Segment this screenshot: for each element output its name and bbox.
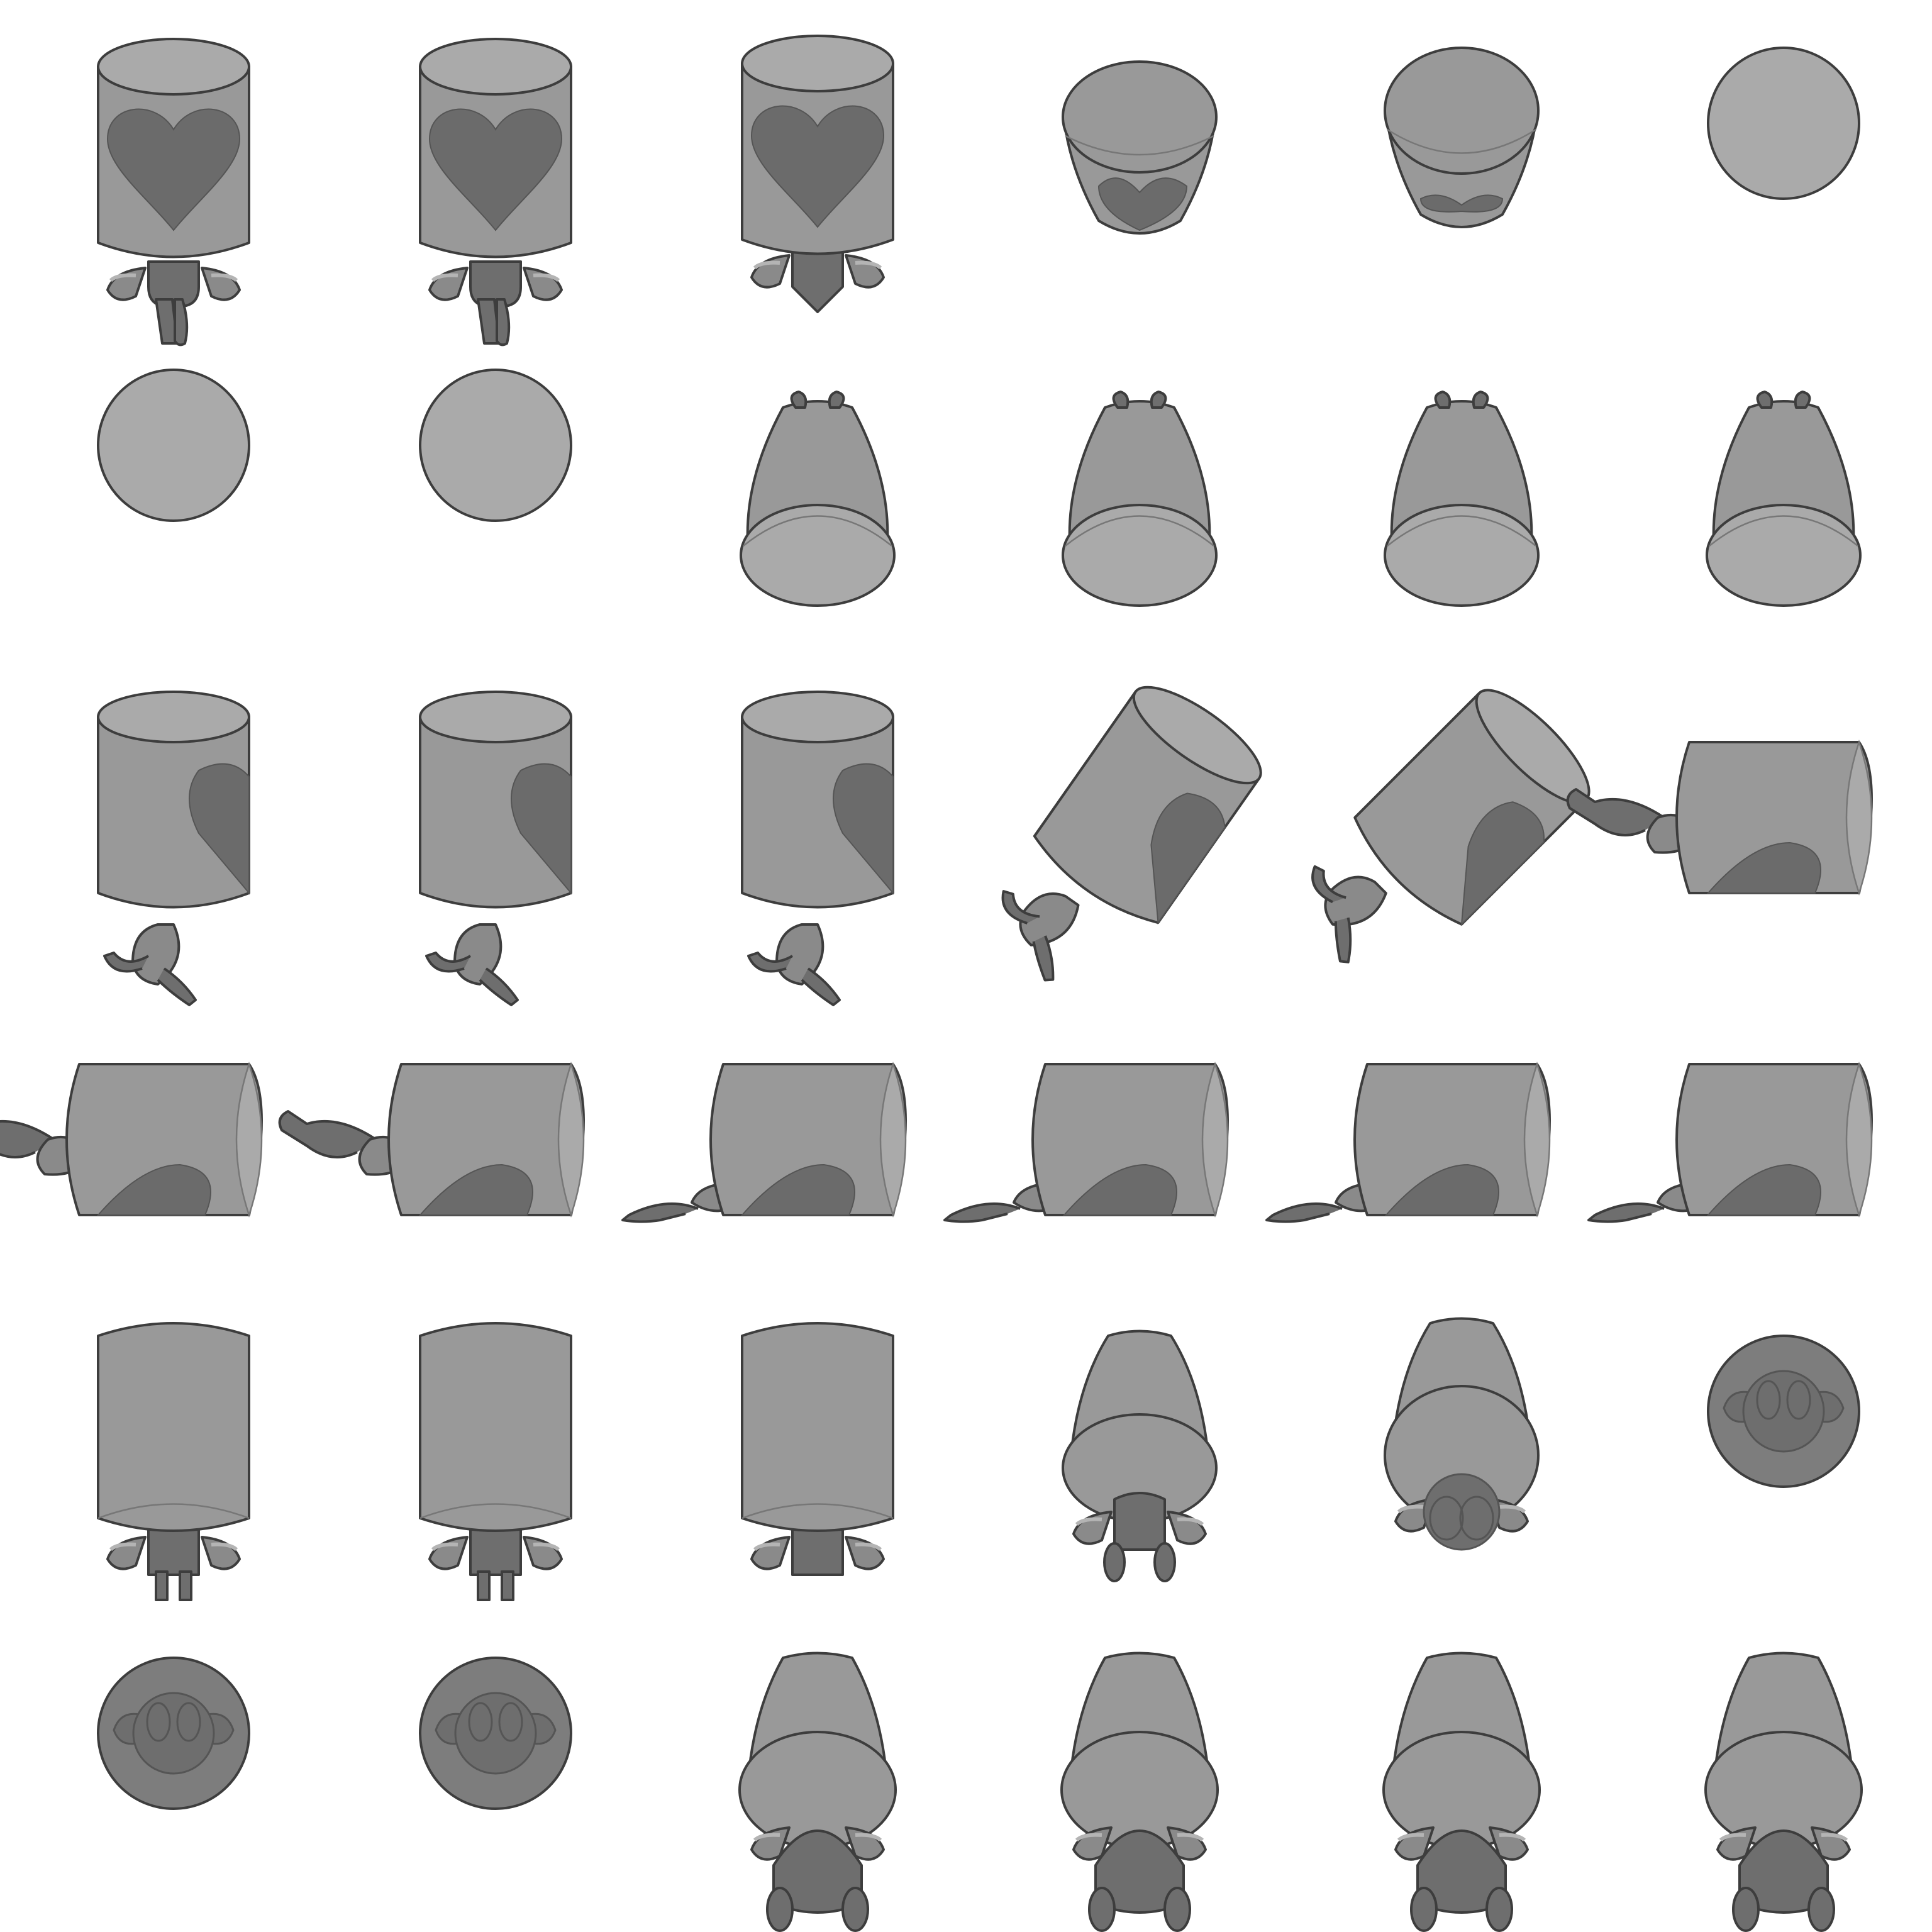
sprite-frame-4-1 <box>419 1322 572 1601</box>
sprite-frame-2-1 <box>419 691 572 1006</box>
sprite-frame-1-1 <box>419 369 572 522</box>
sprite-frame-1-0 <box>97 369 250 522</box>
sprite-frame-1-3 <box>1062 391 1218 607</box>
sprite-frame-0-5 <box>1707 47 1860 200</box>
sprite-frame-3-4 <box>1265 1062 1551 1223</box>
sprite-frame-3-0 <box>0 1062 263 1218</box>
sprite-frame-1-5 <box>1706 391 1862 607</box>
sprite-frame-2-5 <box>1566 740 1873 896</box>
sprite-frame-5-2 <box>738 1652 897 1932</box>
sprite-frame-4-2 <box>741 1322 894 1576</box>
sprite-frame-5-3 <box>1060 1652 1219 1932</box>
sprite-frame-5-0 <box>97 1657 250 1810</box>
row-top-spin <box>97 369 1862 607</box>
sprite-frame-2-3 <box>1001 686 1262 982</box>
sprite-frame-1-4 <box>1384 391 1540 607</box>
row-side-fall <box>97 686 1873 1006</box>
sprite-frame-4-0 <box>97 1322 250 1601</box>
sprite-frame-2-4 <box>1311 689 1591 963</box>
sprite-frame-3-3 <box>943 1062 1229 1223</box>
sprite-frame-0-1 <box>419 38 572 347</box>
sprite-frame-0-0 <box>97 38 250 347</box>
sprite-frame-5-4 <box>1382 1652 1541 1932</box>
sprite-frame-1-2 <box>740 391 896 607</box>
sprite-frame-4-4 <box>1384 1317 1540 1551</box>
sprite-frame-3-1 <box>278 1062 585 1218</box>
sprite-frame-4-5 <box>1707 1335 1860 1488</box>
row-side-slide <box>0 1062 1873 1223</box>
sprite-frame-2-0 <box>97 691 250 1006</box>
sprite-frame-5-1 <box>419 1657 572 1810</box>
sprite-frame-3-5 <box>1587 1062 1873 1223</box>
sprite-frame-4-3 <box>1062 1330 1218 1582</box>
sprite-frame-5-5 <box>1704 1652 1863 1932</box>
sprite-frame-0-2 <box>741 35 894 313</box>
sprite-frame-0-3 <box>1062 60 1218 235</box>
row-back-hop <box>97 1317 1860 1601</box>
row-under-view <box>97 1652 1863 1932</box>
row-front-hop <box>97 35 1860 347</box>
sprite-frame-2-2 <box>741 691 894 1006</box>
sprite-frame-3-2 <box>621 1062 907 1223</box>
sprite-frame-0-4 <box>1384 47 1540 228</box>
